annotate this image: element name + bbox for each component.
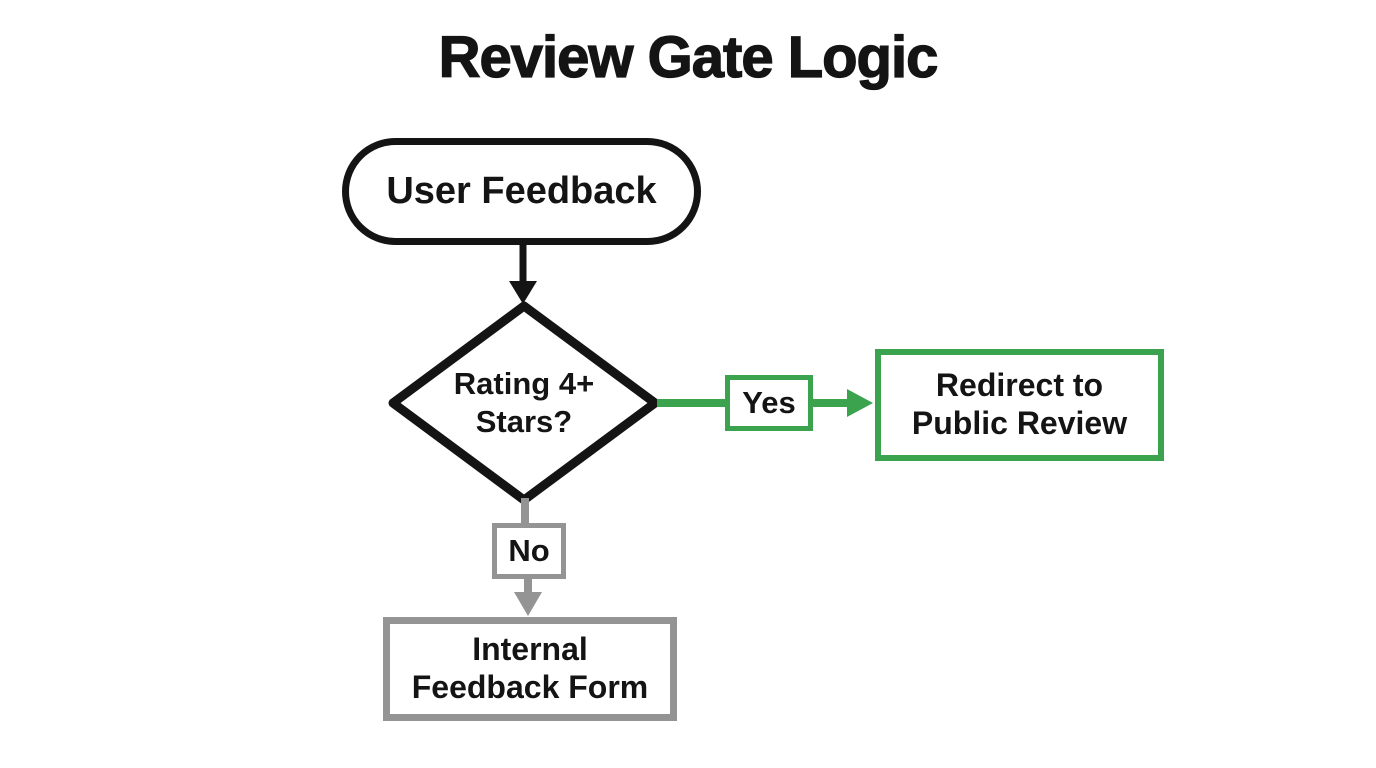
edge-label-yes-text: Yes: [742, 385, 796, 420]
node-public-review: Redirect to Public Review: [875, 349, 1164, 461]
edge-start-to-decision: [509, 244, 537, 304]
arrowhead-right-icon: [847, 389, 873, 417]
diagram-title: Review Gate Logic: [438, 24, 939, 90]
node-decision-label-line1: Rating 4+: [453, 365, 595, 401]
edge-yes-branch: [657, 389, 873, 417]
node-user-feedback: User Feedback: [342, 138, 701, 245]
node-public-review-line1: Redirect to: [935, 367, 1104, 404]
node-internal-form-line1: Internal: [472, 631, 588, 668]
edge-label-yes: Yes: [725, 375, 813, 431]
arrowhead-down-icon: [509, 281, 537, 304]
edge-label-no-text: No: [508, 533, 550, 568]
arrowhead-down-gray-icon: [514, 592, 542, 616]
node-internal-form: Internal Feedback Form: [383, 617, 677, 721]
node-public-review-line2: Public Review: [911, 405, 1128, 441]
node-user-feedback-label: User Feedback: [386, 170, 657, 213]
edge-no-branch: [514, 498, 542, 616]
node-decision: Rating 4+ Stars?: [393, 306, 655, 500]
node-internal-form-line2: Feedback Form: [411, 669, 649, 705]
edge-label-no: No: [492, 523, 566, 579]
node-decision-label-line2: Stars?: [475, 404, 573, 439]
